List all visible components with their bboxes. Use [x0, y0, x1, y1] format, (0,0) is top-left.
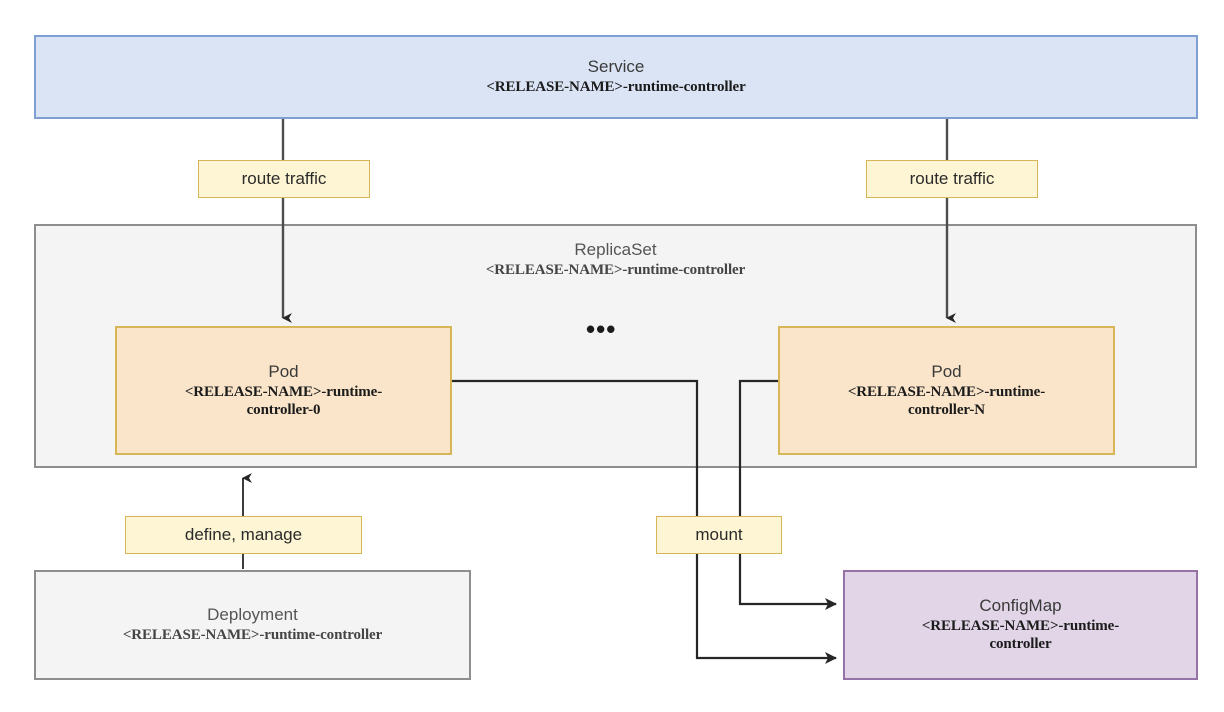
pods-ellipsis-icon: ••• — [586, 314, 617, 344]
pod-first-node[interactable]: Pod <RELEASE-NAME>-runtime- controller-0 — [115, 326, 452, 455]
deployment-kind-label: Deployment — [207, 605, 298, 625]
edge-label-route-traffic-right[interactable]: route traffic — [866, 160, 1038, 198]
service-name-label: <RELEASE-NAME>-runtime-controller — [486, 79, 746, 96]
configmap-name-line-1: <RELEASE-NAME>-runtime- — [921, 618, 1120, 635]
pod-last-node[interactable]: Pod <RELEASE-NAME>-runtime- controller-N — [778, 326, 1115, 455]
pod-last-kind-label: Pod — [931, 361, 962, 381]
edge-label-define-manage[interactable]: define, manage — [125, 516, 362, 554]
pod-first-name-line-1: <RELEASE-NAME>-runtime- — [184, 383, 383, 400]
configmap-node[interactable]: ConfigMap <RELEASE-NAME>-runtime- contro… — [843, 570, 1198, 680]
deployment-name-label: <RELEASE-NAME>-runtime-controller — [122, 627, 383, 644]
pod-first-kind-label: Pod — [268, 361, 299, 381]
edge-label-route-traffic-left[interactable]: route traffic — [198, 160, 370, 198]
edge-label-mount[interactable]: mount — [656, 516, 782, 554]
pod-last-name-line-2: controller-N — [907, 401, 986, 418]
pod-last-name-line-1: <RELEASE-NAME>-runtime- — [847, 383, 1046, 400]
pod-first-name-line-2: controller-0 — [246, 401, 321, 418]
service-kind-label: Service — [587, 57, 645, 77]
configmap-kind-label: ConfigMap — [979, 596, 1062, 616]
configmap-name-line-2: controller — [989, 636, 1052, 653]
replicaset-name-label: <RELEASE-NAME>-runtime-controller — [485, 261, 746, 278]
service-node[interactable]: Service <RELEASE-NAME>-runtime-controlle… — [34, 35, 1198, 119]
deployment-node[interactable]: Deployment <RELEASE-NAME>-runtime-contro… — [34, 570, 471, 680]
replicaset-kind-label: ReplicaSet — [574, 240, 657, 259]
